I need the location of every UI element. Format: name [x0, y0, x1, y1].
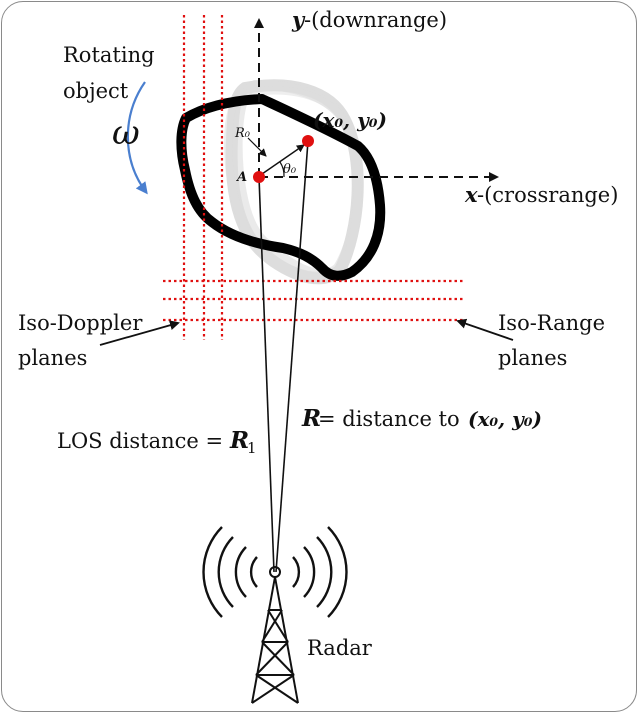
r0-pointer — [247, 137, 267, 157]
rotating-object-label-2: object — [63, 79, 129, 103]
radar-tower-icon — [202, 526, 348, 704]
los-var: R — [229, 427, 249, 454]
point-x0y0 — [302, 135, 314, 147]
iso-doppler-label-1: Iso-Doppler — [18, 311, 143, 335]
los-distance-text: LOS distance = — [57, 429, 223, 453]
rotating-object-label-1: Rotating — [63, 43, 155, 67]
x-axis-label: -(crossrange) — [477, 183, 618, 207]
y-axis-label: -(downrange) — [304, 8, 447, 32]
rotating-object-outline — [176, 94, 386, 281]
radar-label: Radar — [307, 636, 373, 660]
x-axis-var: x — [464, 182, 478, 207]
los-line-point — [275, 140, 309, 573]
point-a — [253, 171, 265, 183]
r0-label: R₀ — [234, 126, 251, 141]
r-distance-text: = distance to — [318, 407, 460, 431]
iso-range-arrow — [456, 318, 514, 341]
los-line-a — [258, 176, 275, 573]
iso-range-label-1: Iso-Range — [498, 311, 605, 335]
iso-doppler-arrow — [99, 320, 180, 346]
r-point-coord: (x₀, y₀) — [468, 407, 542, 431]
point-a-label: A — [235, 170, 247, 185]
r-var: R — [301, 405, 321, 432]
omega-label: ω — [112, 113, 140, 153]
theta-arc — [279, 161, 285, 178]
iso-doppler-label-2: planes — [18, 346, 87, 370]
iso-range-label-2: planes — [498, 346, 567, 370]
los-subscript: 1 — [247, 439, 257, 457]
point-coord-label: (x₀, y₀) — [313, 108, 387, 132]
y-axis-var: y — [291, 7, 306, 32]
omega-rotation-arrow — [126, 81, 148, 195]
theta0-label: θ₀ — [283, 162, 297, 177]
r0-vector — [261, 144, 305, 175]
iso-range-lines — [163, 279, 464, 322]
iso-doppler-lines — [182, 15, 224, 340]
